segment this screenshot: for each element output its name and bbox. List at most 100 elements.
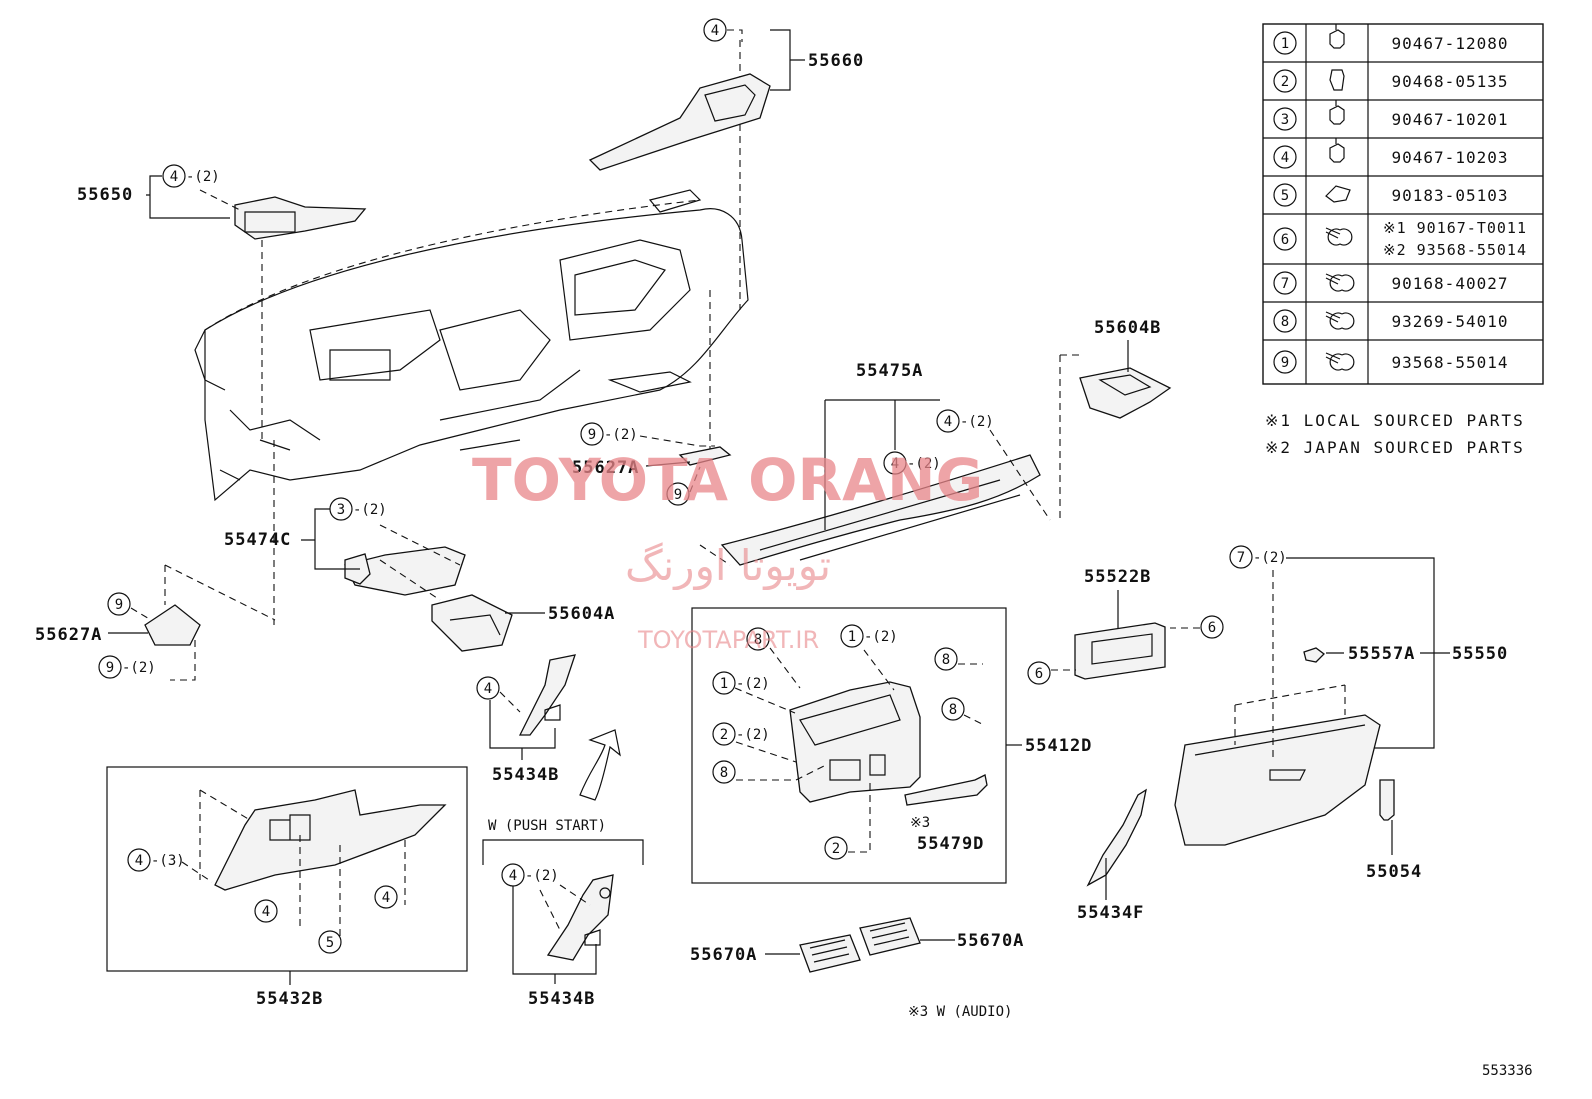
clip-icon <box>1329 138 1345 163</box>
table-row: 6 ※1 90167-T0011 ※2 93568-55014 <box>1273 219 1527 259</box>
fastener-part-number: ※1 90167-T0011 <box>1383 219 1527 237</box>
part-55660: 4 55660 <box>588 18 863 171</box>
callout-number: 8 <box>942 652 950 668</box>
watermark-arabic: تویوتا اورنگ <box>625 541 831 590</box>
callout-number: 1 <box>848 629 856 645</box>
callout-number: 2 <box>832 841 840 857</box>
push-start-note: W (PUSH START) <box>488 818 606 834</box>
nut-icon <box>1325 185 1351 203</box>
callout-qty: -(2) <box>1253 550 1287 566</box>
row-number: 1 <box>1281 36 1289 52</box>
part-55550: 7 -(2) 55557A 55550 <box>1174 545 1508 846</box>
callout-number: 4 <box>170 169 178 185</box>
arrow-icon <box>579 729 621 801</box>
part-label-55434B-bottom: 55434B <box>528 989 595 1009</box>
part-55650: 4 -(2) 55650 <box>77 164 367 240</box>
callout-number: 4 <box>484 681 492 697</box>
clip-icon <box>1329 69 1345 91</box>
callout-qty: -(3) <box>151 853 185 869</box>
part-55604A: 55604A <box>431 594 615 652</box>
part-55670A: 55670A 55670A <box>690 917 1024 973</box>
callout-qty: -(2) <box>186 169 220 185</box>
row-number: 3 <box>1281 112 1289 128</box>
part-label-55475A: 55475A <box>856 361 923 381</box>
table-row: 5 90183-05103 <box>1273 183 1509 207</box>
screw-icon <box>1325 273 1355 292</box>
callout-number: 9 <box>588 427 596 443</box>
part-label-55550: 55550 <box>1452 644 1508 664</box>
catalog-number: 553336 <box>1482 1063 1533 1079</box>
part-label-55604A: 55604A <box>548 604 615 624</box>
callout-number: 6 <box>1035 666 1043 682</box>
row-number: 8 <box>1281 314 1289 330</box>
callout-number: 6 <box>1208 620 1216 636</box>
table-row: 3 90467-10201 <box>1273 100 1509 131</box>
fastener-part-number: 90183-05103 <box>1392 186 1509 205</box>
fastener-part-number: 93568-55014 <box>1392 353 1509 372</box>
part-55522B: 55522B 6 6 <box>1027 567 1224 685</box>
callout-qty: -(2) <box>525 868 559 884</box>
callout-number: 4 <box>509 868 517 884</box>
part-55474C: 3 -(2) 55474C <box>224 497 466 601</box>
screw-icon <box>1325 352 1355 371</box>
screw-icon <box>1325 311 1355 330</box>
row-number: 5 <box>1281 188 1289 204</box>
callout-qty: -(2) <box>736 676 770 692</box>
callout-number: 4 <box>891 456 899 472</box>
part-label-55522B: 55522B <box>1084 567 1151 587</box>
part-55412D: 8 1 -(2) 8 1 -(2) 8 2 -(2) 8 2 ※3 55479D… <box>691 607 1092 884</box>
fastener-part-number-alt: ※2 93568-55014 <box>1383 241 1527 259</box>
part-55054: 55054 <box>1366 779 1421 882</box>
callout-number: 9 <box>106 660 114 676</box>
footnote-japan: ※2 JAPAN SOURCED PARTS <box>1265 438 1525 457</box>
part-label-55434F: 55434F <box>1077 903 1144 923</box>
callout-number: 8 <box>949 702 957 718</box>
clip-icon <box>1329 24 1345 49</box>
callout-number: 4 <box>262 904 270 920</box>
watermark-main: TOYOTA ORANG <box>472 446 983 514</box>
callout-number: 4 <box>382 890 390 906</box>
part-label-55412D: 55412D <box>1025 736 1092 756</box>
row-number: 7 <box>1281 276 1289 292</box>
fastener-part-number: 90467-10201 <box>1392 110 1509 129</box>
push-start-group: W (PUSH START) 4 -(2) 55434B <box>482 818 644 1009</box>
row-number: 4 <box>1281 150 1289 166</box>
callout-qty: -(2) <box>353 502 387 518</box>
callout-number: 8 <box>754 632 762 648</box>
callout-qty: -(2) <box>907 456 941 472</box>
fastener-part-number: 90168-40027 <box>1392 274 1509 293</box>
callout-number: 7 <box>1237 550 1245 566</box>
part-55434B-top: 4 55434B <box>476 654 621 801</box>
callout-qty: -(2) <box>604 427 638 443</box>
fastener-part-number: 90467-12080 <box>1392 34 1509 53</box>
fastener-table: 1 90467-12080 2 90468-05135 3 90467-1020… <box>1262 23 1544 385</box>
watermark: TOYOTA ORANG تویوتا اورنگ TOYOTAPART.IR <box>472 446 983 654</box>
part-55432B: 4 -(3) 4 4 5 55432B <box>106 766 468 1009</box>
table-row: 8 93269-54010 <box>1273 309 1509 333</box>
part-label-55650: 55650 <box>77 185 133 205</box>
part-label-55479D: 55479D <box>917 834 984 854</box>
footnote-local: ※1 LOCAL SOURCED PARTS <box>1265 411 1525 430</box>
fastener-part-number: 90467-10203 <box>1392 148 1509 167</box>
part-label-55670A-right: 55670A <box>957 931 1024 951</box>
part-label-55627A-left: 55627A <box>35 625 102 645</box>
callout-number: 9 <box>674 487 682 503</box>
part-label-55432B: 55432B <box>256 989 323 1009</box>
fastener-part-number: 90468-05135 <box>1392 72 1509 91</box>
row-number: 9 <box>1281 355 1289 371</box>
callout-number: 4 <box>944 414 952 430</box>
callout-number: 2 <box>720 727 728 743</box>
part-55627A-left: 9 55627A 9 -(2) <box>35 564 276 681</box>
fastener-part-number: 93269-54010 <box>1392 312 1509 331</box>
callout-number: 1 <box>720 676 728 692</box>
part-label-55627A-mid: 55627A <box>572 458 639 478</box>
callout-number: 4 <box>135 853 143 869</box>
part-55434F: 55434F <box>1077 788 1147 923</box>
part-label-55557A: 55557A <box>1348 644 1415 664</box>
row-number: 2 <box>1281 74 1289 90</box>
screw-icon <box>1325 227 1353 246</box>
callout-number: 4 <box>711 23 719 39</box>
callout-number: 3 <box>337 502 345 518</box>
watermark-site: TOYOTAPART.IR <box>637 626 819 654</box>
